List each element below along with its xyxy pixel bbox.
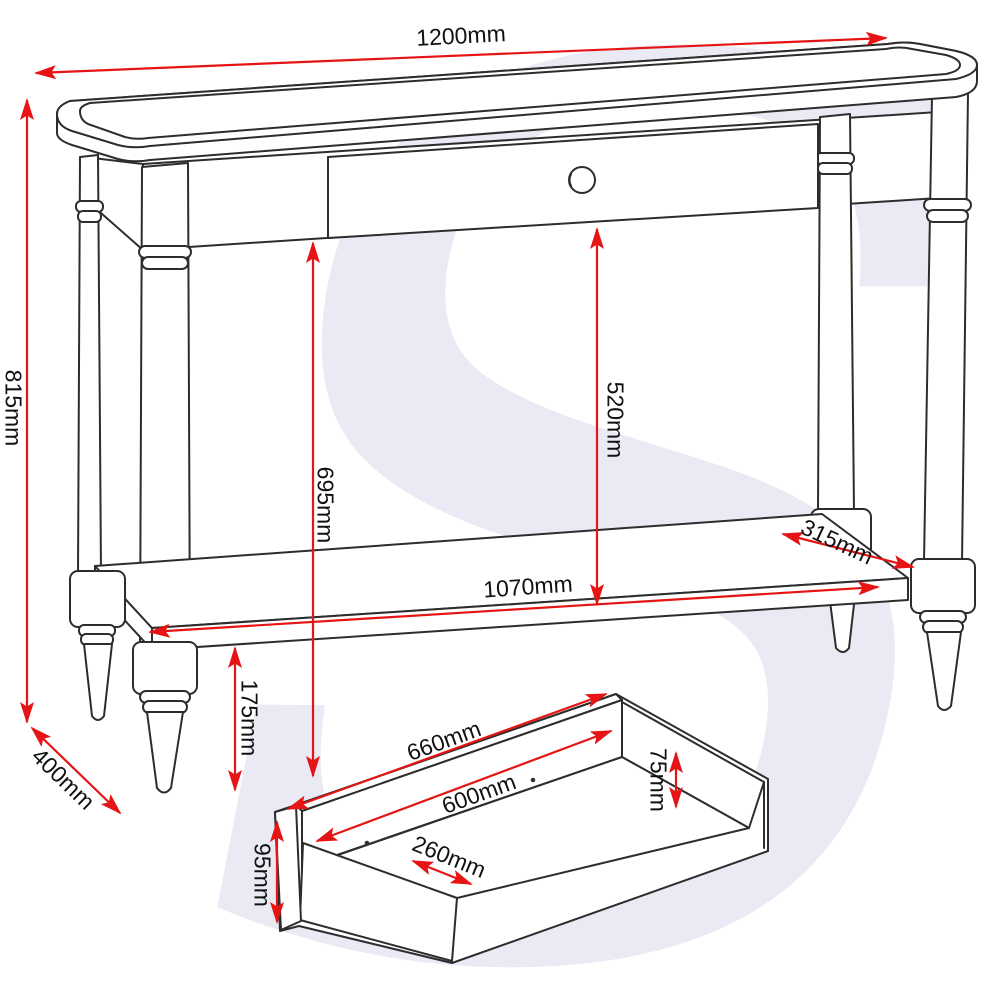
drawer-dot-2	[530, 777, 536, 783]
leg-back-right-collar2	[817, 162, 853, 175]
leg-front-right-shaft	[923, 91, 969, 563]
drawer-knob	[568, 166, 596, 194]
drawer-dot-1	[364, 840, 370, 846]
leg-back-left-collar2	[77, 210, 102, 223]
drawer-near-wall-inner	[299, 842, 458, 962]
dimension-arrows	[20, 31, 915, 924]
joint-block-front-right	[910, 558, 976, 614]
dim-label-drawer-front-height: 95mm	[249, 843, 276, 907]
leg-front-left-collar2	[141, 256, 189, 270]
dim-label-table-height: 815mm	[0, 369, 27, 447]
foot-front-left	[146, 711, 184, 794]
foot-front-right	[926, 631, 962, 711]
arrow-drawer-inner-length	[315, 729, 613, 843]
joint-block-front-left	[132, 641, 198, 695]
arrow-table-depth	[30, 726, 122, 815]
arrow-shelf-depth	[781, 532, 915, 569]
dim-label-drawer-inner-height: 75mm	[645, 748, 672, 812]
dim-label-apron-to-floor: 695mm	[312, 466, 339, 544]
dim-label-drawer-to-shelf: 520mm	[602, 381, 629, 459]
leg-front-right-joint	[910, 558, 976, 711]
arrow-drawer-inner-depth	[411, 859, 473, 886]
leg-front-left-joint	[132, 641, 198, 794]
dim-label-table-width: 1200mm	[415, 20, 507, 51]
joint-block-back-left	[69, 570, 126, 628]
dim-label-shelf-to-floor: 175mm	[236, 679, 263, 757]
arrow-table-width	[34, 31, 888, 80]
drawer-knob-shade	[568, 173, 572, 187]
foot-back-left	[83, 643, 113, 721]
leg-front-right-collar2	[926, 209, 969, 223]
leg-back-left-joint	[69, 570, 126, 721]
arrow-shelf-length	[148, 581, 880, 638]
